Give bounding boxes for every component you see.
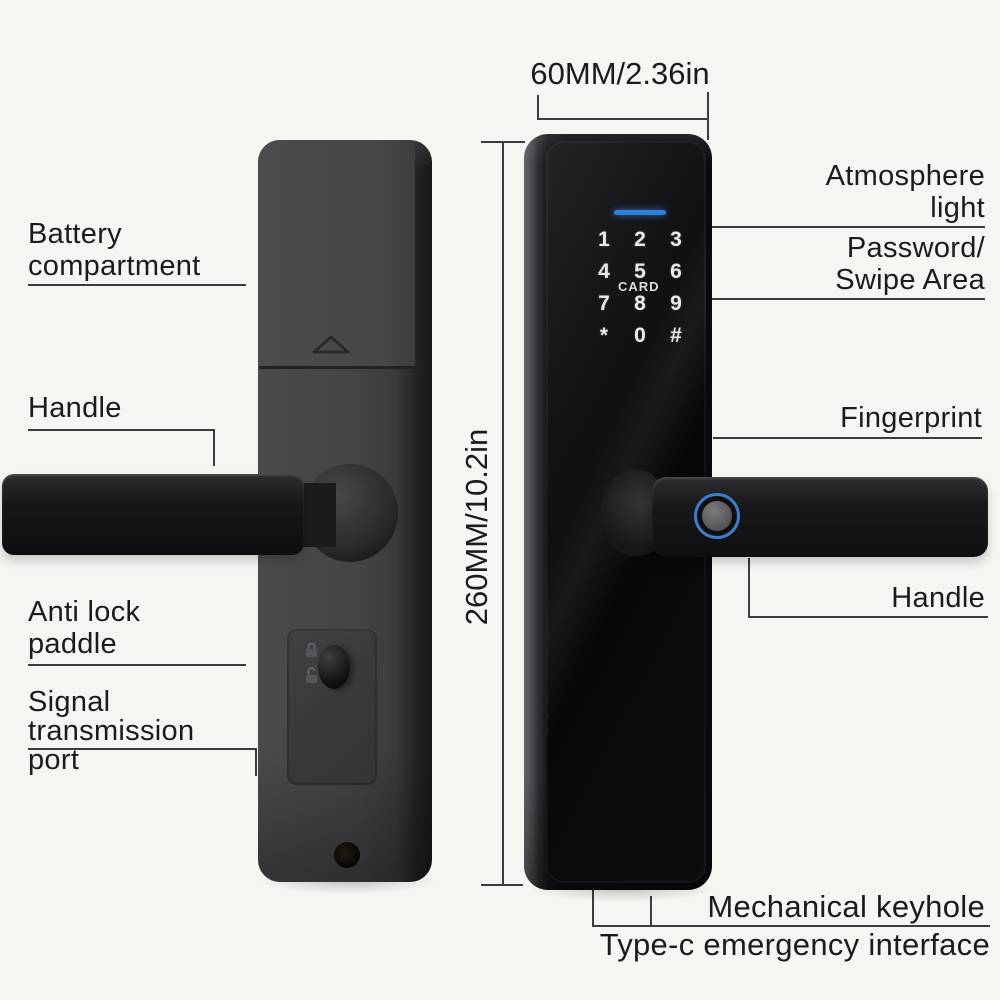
label-handle-left: Handle — [28, 392, 122, 424]
anti-lock-paddle-knob — [318, 645, 350, 689]
battery-compartment-cover — [258, 140, 415, 366]
fingerprint-sensor — [694, 493, 740, 539]
label-anti-lock-paddle: Anti lock paddle — [28, 596, 141, 660]
height-dimension-label: 260MM/10.2in — [459, 428, 494, 626]
height-dimension-line — [502, 142, 504, 885]
key-7: 7 — [598, 292, 610, 315]
atmosphere-callout-line — [712, 226, 985, 228]
width-dimension-tick-right — [707, 92, 709, 140]
keyhole-callout-stub — [650, 896, 652, 927]
triangle-arrow-icon — [310, 333, 352, 355]
password-callout-line — [712, 298, 985, 300]
atmosphere-light-bar — [614, 210, 666, 215]
card-swipe-label: CARD — [618, 279, 660, 294]
battery-callout-line — [28, 284, 246, 286]
key-6: 6 — [670, 260, 682, 283]
handle-left-callout-line — [28, 429, 215, 431]
key-1: 1 — [598, 228, 610, 251]
keyhole-callout-line — [592, 925, 990, 927]
lock-unlock-icon — [303, 641, 321, 689]
battery-cover-seam — [259, 366, 422, 369]
key-9: 9 — [670, 292, 682, 315]
width-dimension-label: 60MM/2.36in — [530, 56, 710, 91]
typec-callout-stub — [592, 888, 594, 927]
label-password-swipe-area: Password/ Swipe Area — [835, 232, 985, 296]
handle-right-callout-line — [748, 616, 988, 618]
key-2: 2 — [634, 228, 646, 251]
handle-right-callout-stub — [748, 558, 750, 618]
key-0: 0 — [634, 324, 646, 347]
width-dimension-tick-left — [537, 95, 539, 120]
label-fingerprint: Fingerprint — [840, 402, 982, 434]
key-star: * — [599, 324, 609, 347]
key-8: 8 — [634, 292, 646, 315]
fingerprint-pad — [702, 501, 732, 531]
signal-port-callout-line — [28, 748, 257, 750]
speaker-hole-dot — [543, 699, 549, 705]
speaker-hole-dot — [543, 713, 549, 719]
signal-port-callout-stub — [255, 748, 257, 776]
speaker-hole-dot — [543, 727, 549, 733]
height-dimension-tick-top — [481, 141, 525, 143]
left-handle — [2, 474, 304, 555]
fingerprint-callout-line — [713, 437, 982, 439]
width-dimension-line — [537, 118, 709, 120]
label-battery-compartment: Battery compartment — [28, 218, 201, 282]
key-5: 5 — [634, 260, 646, 283]
label-typec-emergency-interface: Type-c emergency interface — [599, 927, 990, 962]
signal-transmission-port-hole — [334, 842, 360, 868]
anti-lock-callout-line — [28, 664, 246, 666]
label-signal-transmission-port: Signal transmission port — [28, 686, 195, 776]
key-4: 4 — [598, 260, 610, 283]
handle-left-callout-stub — [213, 429, 215, 466]
label-handle-right: Handle — [891, 582, 985, 614]
label-mechanical-keyhole: Mechanical keyhole — [707, 889, 985, 924]
key-hash: # — [670, 324, 682, 347]
height-dimension-tick-bottom — [481, 884, 523, 886]
password-keypad: 1 2 3 4 5 6 7 8 9 * 0 # — [586, 224, 694, 352]
key-3: 3 — [670, 228, 682, 251]
label-atmosphere-light: Atmosphere light — [825, 160, 985, 224]
